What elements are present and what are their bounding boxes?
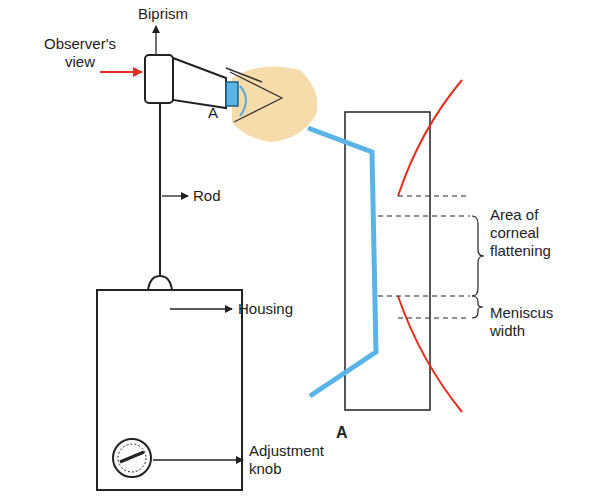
leader-line [162, 195, 188, 196]
leader-line [153, 459, 243, 460]
eye-region [232, 66, 317, 142]
eyelash [226, 68, 262, 82]
part-label: Area of corneal flattening [490, 206, 582, 260]
part-label: Housing [238, 300, 318, 318]
cornea [240, 86, 246, 116]
adjustment-knob [113, 439, 151, 477]
knob-slot [120, 452, 144, 462]
head-cylinder [145, 55, 173, 103]
bracket [472, 216, 484, 296]
rod [159, 103, 161, 278]
part-label: Observer's view [38, 35, 122, 71]
housing [97, 290, 242, 490]
part-label: Rod [193, 187, 253, 205]
cornea-curve [398, 80, 462, 196]
view-marker: A [208, 104, 228, 122]
view-marker: A [336, 424, 360, 442]
biprism-tip [226, 82, 238, 106]
leader-line [170, 308, 232, 309]
part-label: Adjustment knob [249, 442, 344, 478]
view-arrow [100, 71, 142, 73]
part-label: Biprism [138, 5, 218, 23]
cornea-curve [398, 296, 462, 412]
part-label: Meniscus width [490, 304, 582, 340]
tear-film [308, 128, 376, 396]
leader-line [155, 26, 156, 55]
bracket [472, 296, 483, 318]
biprism-cone [173, 58, 226, 108]
housing-dome [148, 276, 172, 290]
dashed-guides [378, 196, 470, 318]
knob-ridges [118, 444, 146, 472]
